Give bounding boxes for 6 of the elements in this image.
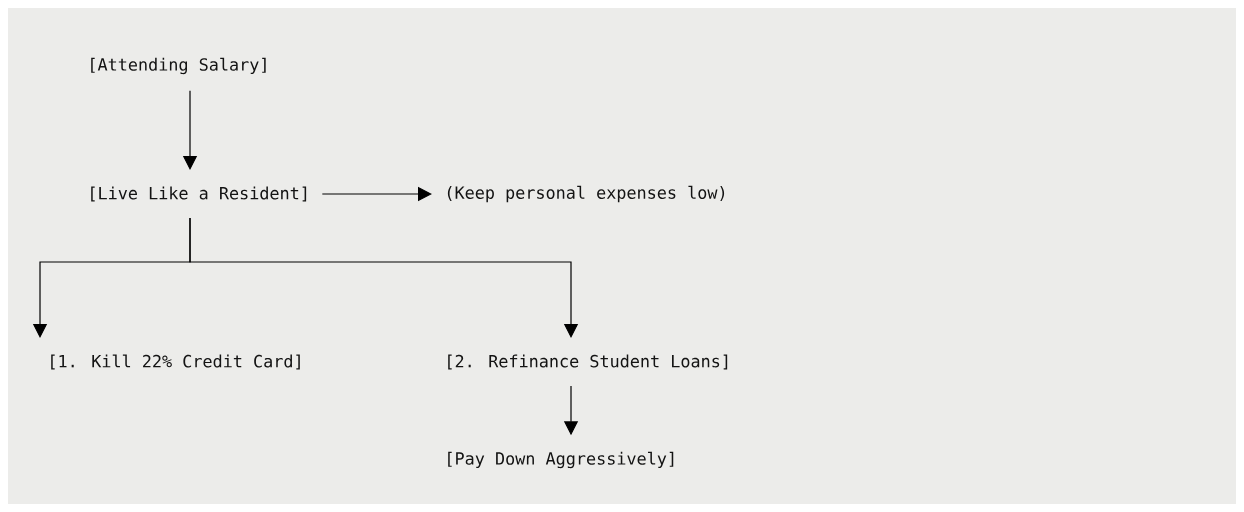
text-label: [Pay Down Aggressively] [448, 451, 674, 469]
text-label: [1. Kill 22% Credit Card] [51, 354, 300, 370]
text-label: [2. Refinance Student Loans] [448, 354, 728, 370]
text-label: (Keep personal expenses low) [447, 185, 725, 203]
text-label: [Live Like a Resident] [91, 186, 307, 202]
text-label: [Attending Salary] [91, 57, 266, 75]
